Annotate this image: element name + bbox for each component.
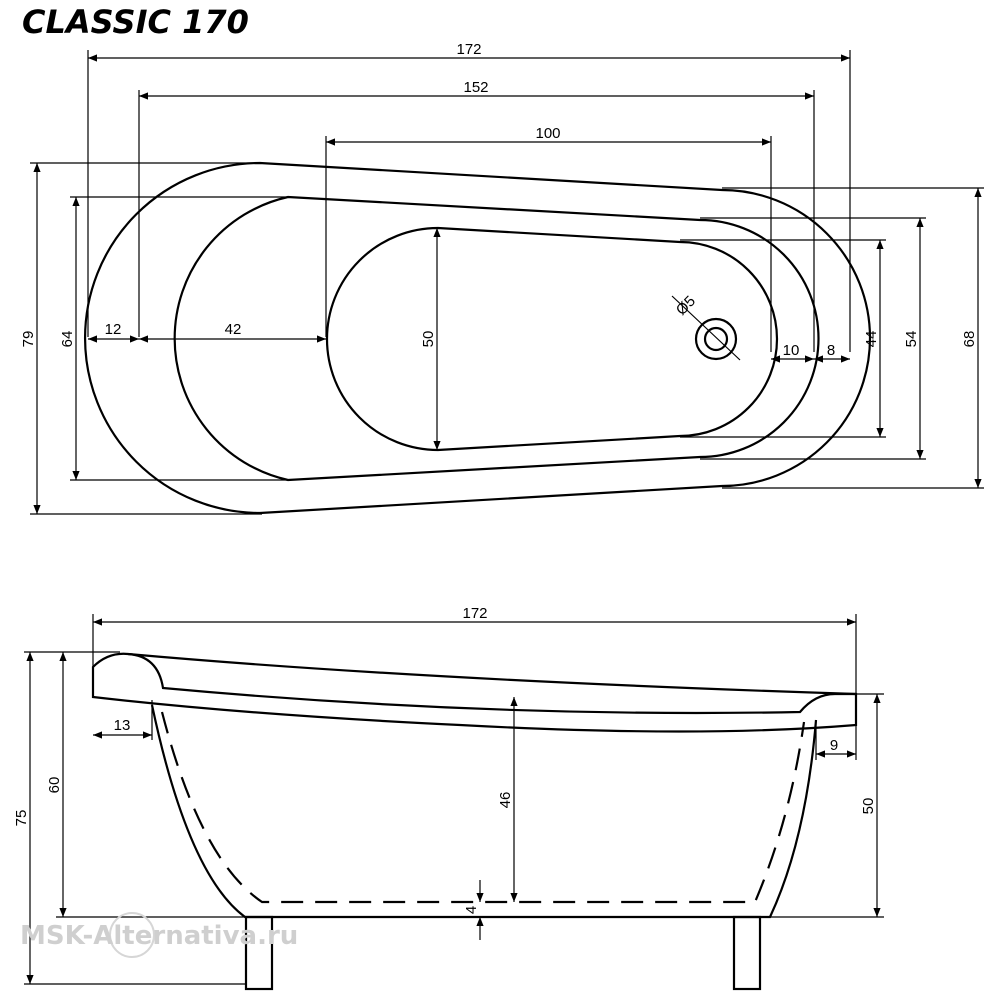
top-inner-contour <box>173 195 820 482</box>
watermark-emblem-icon <box>109 912 155 958</box>
top-view: Ø5 172 152 100 12 42 50 10 8 <box>20 41 984 515</box>
dim-inner-length: 152 <box>463 79 488 96</box>
side-rim-outline <box>91 652 858 733</box>
drain-outer <box>694 317 738 361</box>
dim-bottom-width: 50 <box>420 331 437 348</box>
side-view: 172 13 9 75 60 46 4 50 <box>13 605 884 991</box>
watermark-text: MSK-Alternativa.ru <box>20 921 298 951</box>
drain-label: Ø5 <box>673 293 699 319</box>
dim-width-right-outer: 68 <box>961 331 978 348</box>
dim-width-right-inner: 54 <box>903 331 920 348</box>
drain-leader <box>671 295 741 361</box>
top-bottom-contour <box>325 226 779 452</box>
dim-bottom-length: 100 <box>535 125 560 142</box>
dim-side-rim-right: 9 <box>830 737 838 754</box>
dim-width-left-outer: 79 <box>20 331 37 348</box>
top-outer-contour <box>83 161 872 515</box>
dim-height-right-rim: 50 <box>860 798 877 815</box>
dim-side-overall-length: 172 <box>462 605 487 622</box>
drain-inner <box>703 326 729 352</box>
dim-width-left-inner: 64 <box>59 331 76 348</box>
dim-rim-right-outer: 8 <box>827 342 835 359</box>
dim-inner-depth: 46 <box>497 792 514 809</box>
dim-side-rim-left: 13 <box>114 717 131 734</box>
foot-left <box>244 915 274 991</box>
side-rim-top-edge <box>127 652 857 696</box>
dim-rim-right-inner: 10 <box>783 342 800 359</box>
dim-width-right-bottom: 44 <box>863 331 880 348</box>
dim-overall-length: 172 <box>456 41 481 58</box>
dim-bottom-thickness: 4 <box>463 906 480 914</box>
watermark: MSK-Alternativa.ru <box>20 912 298 958</box>
dim-height-left-rim: 60 <box>46 777 63 794</box>
drawing-title: CLASSIC 170 <box>22 3 249 41</box>
dim-head-offset: 42 <box>225 321 242 338</box>
side-body-inner-dashed <box>160 711 806 904</box>
dim-height-total: 75 <box>13 810 30 827</box>
foot-right <box>732 915 762 991</box>
dim-rim-left: 12 <box>105 321 122 338</box>
side-body-outer <box>150 704 818 919</box>
